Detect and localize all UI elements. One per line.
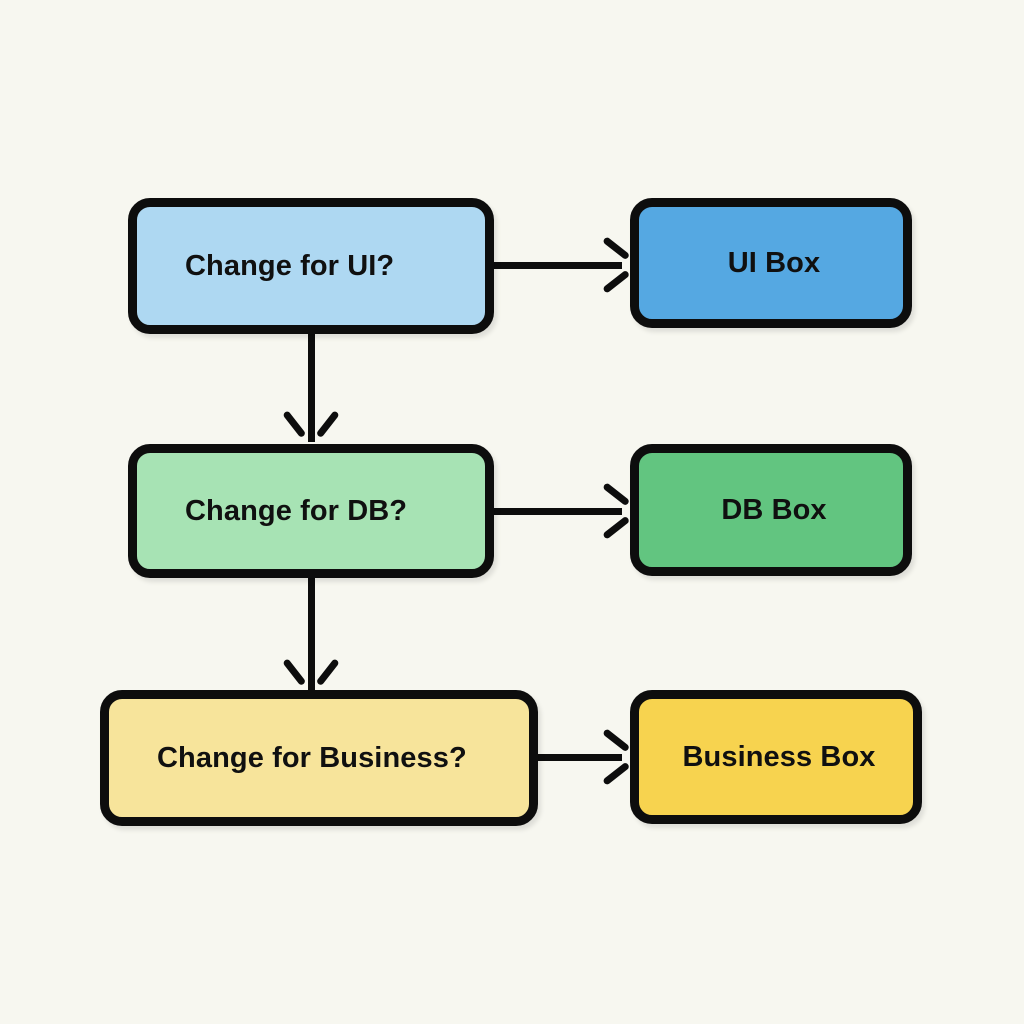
edge-db-to-business-arrowhead xyxy=(294,652,328,686)
node-change-for-db[interactable]: Change for DB? xyxy=(128,444,494,578)
node-business-box[interactable]: Business Box xyxy=(630,690,922,824)
node-business-box-label: Business Box xyxy=(682,740,876,773)
edge-ui-to-uibox-line xyxy=(494,262,622,269)
node-ui-box[interactable]: UI Box xyxy=(630,198,912,328)
edge-db-to-dbbox-arrowhead xyxy=(596,494,630,528)
node-change-for-ui-label: Change for UI? xyxy=(185,249,395,282)
edge-db-to-business-line xyxy=(308,578,315,690)
node-ui-box-label: UI Box xyxy=(727,246,821,279)
node-change-for-business[interactable]: Change for Business? xyxy=(100,690,538,826)
node-db-box-label: DB Box xyxy=(721,493,827,526)
node-db-box[interactable]: DB Box xyxy=(630,444,912,576)
edge-ui-to-db-arrowhead xyxy=(294,404,328,438)
edge-business-to-businessbox-arrowhead xyxy=(596,740,630,774)
edge-ui-to-db-line xyxy=(308,334,315,442)
node-change-for-ui[interactable]: Change for UI? xyxy=(128,198,494,334)
edge-ui-to-uibox-arrowhead xyxy=(596,248,630,282)
edge-db-to-dbbox-line xyxy=(494,508,622,515)
edge-business-to-businessbox-line xyxy=(538,754,622,761)
node-change-for-db-label: Change for DB? xyxy=(185,494,408,527)
node-change-for-business-label: Change for Business? xyxy=(157,741,467,774)
